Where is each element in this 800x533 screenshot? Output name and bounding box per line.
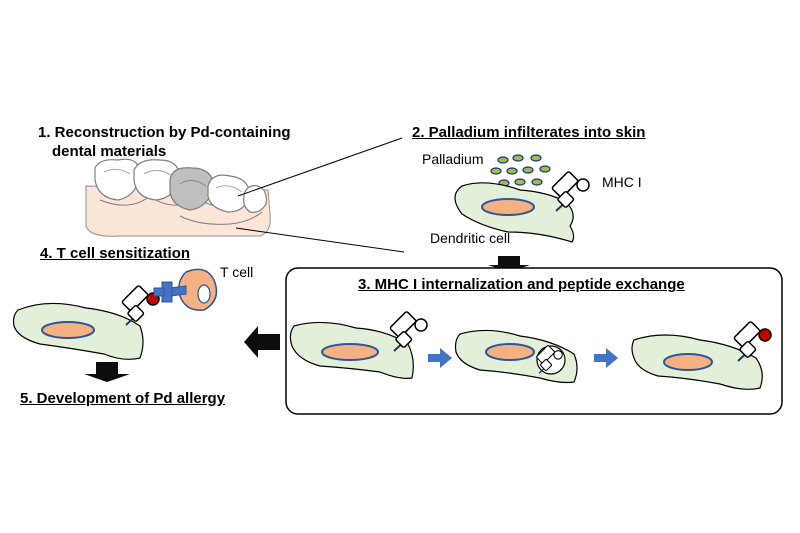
t-cell-label: T cell xyxy=(220,264,254,280)
step3-title: 3. MHC I internalization and peptide exc… xyxy=(358,276,685,293)
palladium-label: Palladium xyxy=(422,151,484,167)
step1-title-line1: 1. Reconstruction by Pd-containing xyxy=(38,124,291,141)
step5-title: 5. Development of Pd allergy xyxy=(20,390,226,407)
dendritic-cell-step4 xyxy=(12,302,144,360)
arrow-down-step4-to-5 xyxy=(84,362,130,382)
step1-title-line2: dental materials xyxy=(52,143,167,160)
mhc-label: MHC I xyxy=(602,174,642,190)
zoom-line-bottom xyxy=(235,227,405,253)
arrow-right-3a-3b xyxy=(428,348,452,368)
dendritic-cell-label: Dendritic cell xyxy=(430,230,511,246)
dendritic-cell-3c xyxy=(631,334,763,390)
teeth-illustration xyxy=(85,158,271,237)
arrow-right-3b-3c xyxy=(594,348,618,368)
dendritic-cell-step2 xyxy=(454,182,575,243)
dendritic-cell-3a xyxy=(289,321,414,379)
step2-title: 2. Palladium infilterates into skin xyxy=(412,124,646,141)
arrow-left-step3-to-4 xyxy=(244,326,280,358)
step4-title: 4. T cell sensitization xyxy=(40,245,191,262)
t-cell xyxy=(153,268,218,311)
zoom-line-top xyxy=(237,137,403,197)
palladium-particles xyxy=(490,154,551,187)
